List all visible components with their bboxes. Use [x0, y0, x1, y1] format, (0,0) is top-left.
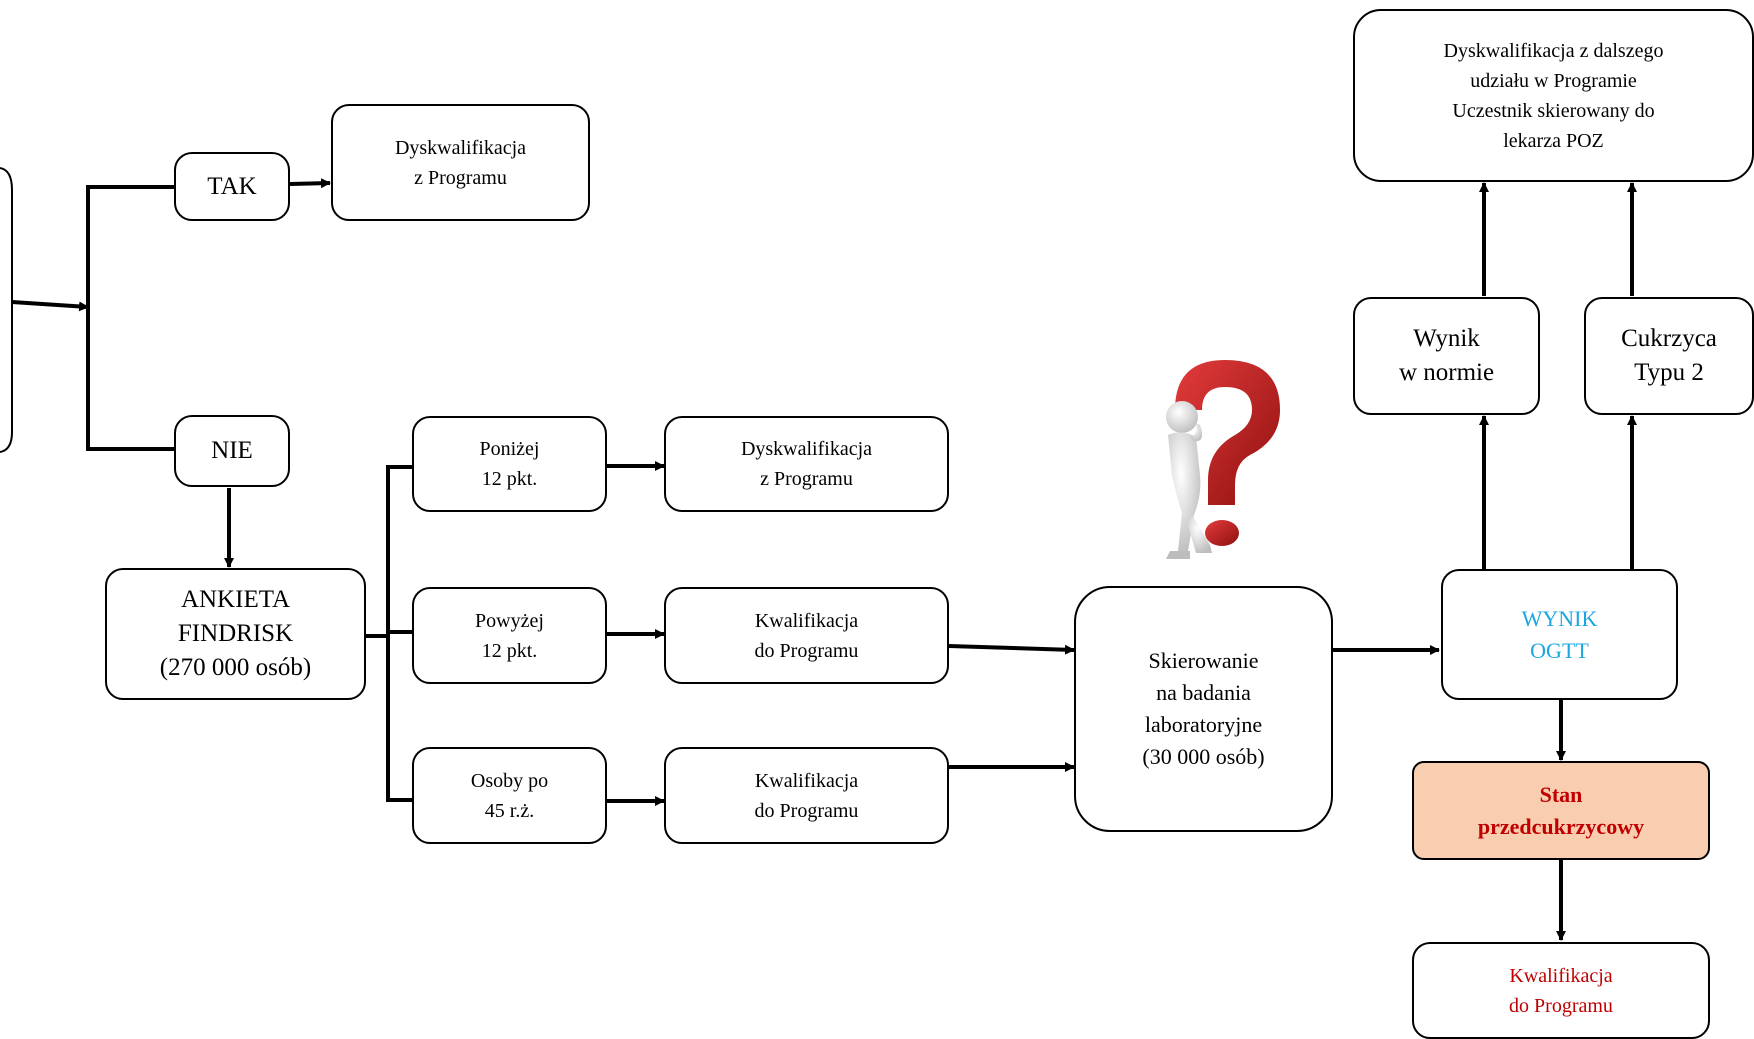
skierowanie-line-4: (30 000 osób) [1142, 744, 1265, 769]
kwal-final-line-1: Kwalifikacja [1509, 964, 1613, 987]
stan-line-2: przedcukrzycowy [1477, 813, 1645, 839]
osoby-line-1: Osoby po [470, 769, 549, 792]
disq-mid-line-2: z Programu [760, 468, 853, 490]
cukrzyca-box: Cukrzyca Typu 2 [1584, 297, 1754, 415]
tak-label: TAK [207, 172, 257, 200]
kwal-2-line-1: Kwalifikacja [754, 769, 859, 792]
kwal-1-line-2: do Programu [754, 639, 859, 662]
wynik-norm-line-2: w normie [1398, 359, 1495, 386]
ponizej-box: Poniżej 12 pkt. [412, 416, 607, 512]
tak-box: TAK [174, 152, 290, 221]
powyzej-box: Powyżej 12 pkt. [412, 587, 607, 684]
disq-top-line-2: z Programu [414, 166, 507, 189]
osoby-line-2: 45 r.ż. [484, 799, 535, 822]
kwal-final-box: Kwalifikacja do Programu [1412, 942, 1710, 1039]
ankieta-line-1: ANKIETA [180, 586, 291, 613]
arrow-start-to-branch [11, 300, 89, 312]
ankieta-line-2: FINDRISK [177, 620, 294, 647]
nie-label: NIE [211, 437, 253, 464]
cropped-start-box [0, 167, 13, 453]
kwal-1-box: Kwalifikacja do Programu [664, 587, 949, 684]
disq-mid-line-1: Dyskwalifikacja [740, 438, 873, 460]
ankieta-box: ANKIETA FINDRISK (270 000 osób) [105, 568, 366, 700]
ponizej-line-1: Poniżej [479, 438, 540, 460]
powyzej-line-2: 12 pkt. [481, 639, 538, 662]
kwal-2-line-2: do Programu [754, 799, 859, 822]
branch-tak-nie [86, 185, 176, 451]
stan-line-1: Stan [1539, 781, 1583, 807]
disq-top-line-1: Dyskwalifikacja [394, 136, 527, 159]
skierowanie-line-2: na badania [1156, 680, 1251, 705]
powyzej-line-1: Powyżej [475, 609, 544, 632]
wynik-ogtt-box: WYNIK OGTT [1441, 569, 1678, 700]
kwal-2-box: Kwalifikacja do Programu [664, 747, 949, 844]
wynik-norm-box: Wynik w normie [1353, 297, 1540, 415]
osoby-box: Osoby po 45 r.ż. [412, 747, 607, 844]
disq-poz-line-1: Dyskwalifikacja z dalszego [1443, 39, 1664, 62]
wynik-norm-line-1: Wynik [1413, 325, 1480, 352]
ponizej-line-2: 12 pkt. [481, 468, 538, 490]
cukrzyca-line-2: Typu 2 [1634, 359, 1704, 386]
disq-poz-box: Dyskwalifikacja z dalszego udziału w Pro… [1353, 9, 1754, 182]
disq-poz-line-3: Uczestnik skierowany do [1452, 99, 1655, 122]
ankieta-line-3: (270 000 osób) [159, 654, 312, 681]
wynik-ogtt-line-1: WYNIK [1521, 605, 1598, 631]
nie-box: NIE [174, 415, 290, 487]
disq-poz-line-2: udziału w Programie [1470, 69, 1637, 92]
arrow-tak-to-disq [289, 178, 331, 189]
disq-top-box: Dyskwalifikacja z Programu [331, 104, 590, 221]
question-mark-figure-icon [1166, 360, 1280, 559]
arrow-kwal1-to-skier [948, 644, 1075, 655]
skierowanie-box: Skierowanie na badania laboratoryjne (30… [1074, 586, 1333, 832]
disq-mid-box: Dyskwalifikacja z Programu [664, 416, 949, 512]
wynik-ogtt-line-2: OGTT [1530, 637, 1589, 663]
kwal-1-line-1: Kwalifikacja [754, 609, 859, 632]
stan-box: Stan przedcukrzycowy [1412, 761, 1710, 860]
skierowanie-line-1: Skierowanie [1148, 648, 1259, 673]
skierowanie-line-3: laboratoryjne [1144, 712, 1263, 737]
cukrzyca-line-1: Cukrzyca [1621, 325, 1717, 352]
disq-poz-line-4: lekarza POZ [1503, 129, 1604, 152]
kwal-final-line-2: do Programu [1509, 994, 1613, 1017]
